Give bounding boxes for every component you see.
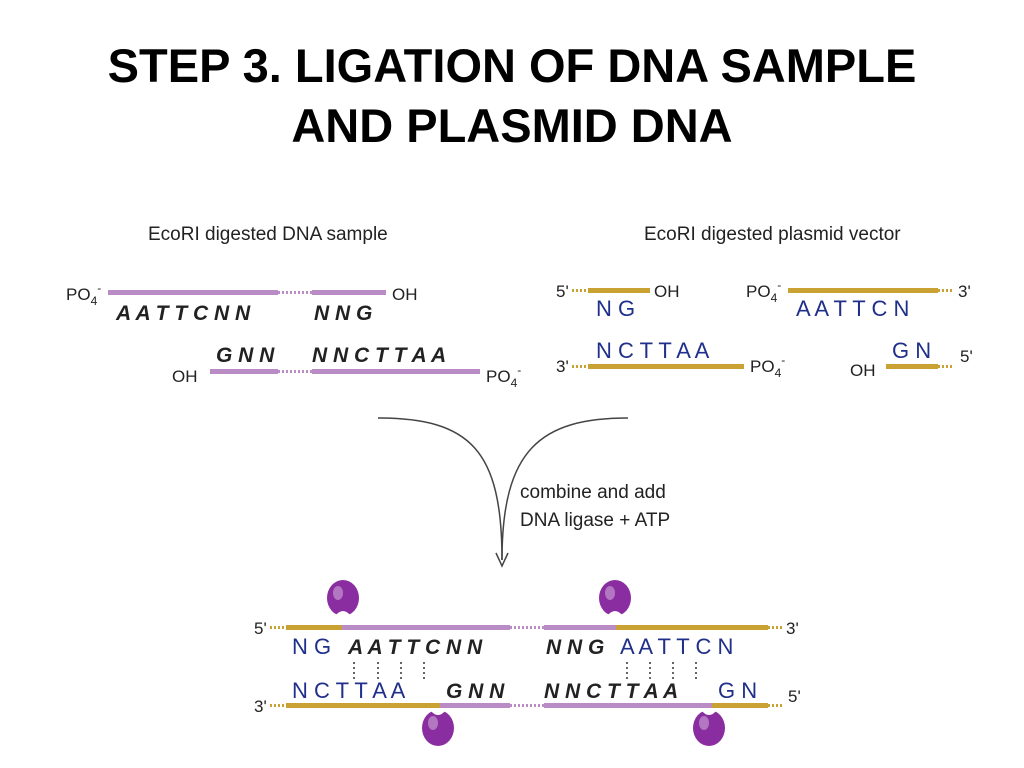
product-bottom-sample-left-bar (440, 703, 510, 708)
curved-arrow-icon (377, 417, 629, 568)
plasmid-left-top-bar (588, 288, 650, 293)
product-bottom-plasmid-left-seq: N C T T A A (292, 678, 406, 703)
base-pair-bonds-left (353, 662, 425, 680)
plasmid-left-bottom-bar (588, 364, 744, 369)
sample-bottom-strand-left-bar (210, 369, 278, 374)
slide-title-line-2: AND PLASMID DNA (291, 99, 733, 152)
ligase-icon (422, 710, 454, 746)
sample-heading: EcoRI digested DNA sample (148, 224, 388, 245)
sample-top-strand (108, 290, 386, 295)
plasmid-right-bottom-seq: G N (892, 338, 931, 363)
slide-title: STEP 3. LIGATION OF DNA SAMPLE AND PLASM… (0, 36, 1024, 156)
sample-bottom-left-seq: G N N (216, 344, 275, 367)
sample-top-strand-right-bar (312, 290, 386, 295)
base-pair-bonds-right (626, 662, 697, 680)
product-top-5prime: 5' (254, 619, 267, 638)
sample-bottom-strand (210, 369, 480, 374)
plasmid-left-bottom-3prime: 3' (556, 357, 569, 376)
sample-top-strand-left-bar (108, 290, 278, 295)
product-bottom-sample-left-seq: G N N (446, 680, 505, 703)
sample-top-right-oh: OH (392, 285, 418, 304)
plasmid-right-top-3prime: 3' (958, 282, 971, 301)
plasmid-right-bottom-oh: OH (850, 361, 876, 380)
ligase-icon (693, 710, 725, 746)
product-bottom-sample-right-bar (544, 703, 712, 708)
product-bottom-plasmid-right-seq: G N (718, 678, 757, 703)
plasmid-right-top-bar (788, 288, 938, 293)
product-bottom-3prime: 3' (254, 697, 267, 716)
step-label-line-2: DNA ligase + ATP (520, 510, 670, 531)
product-bottom-sample-right-seq: N N C T T A A (544, 680, 678, 703)
plasmid-right-top-phosphate: PO4- (746, 278, 781, 305)
ligase-icon (599, 580, 631, 616)
ligase-icon (327, 580, 359, 616)
plasmid-left-top-oh: OH (654, 282, 680, 301)
sample-top-left-phosphate: PO4- (66, 281, 101, 308)
sample-bottom-strand-right-bar (312, 369, 480, 374)
product-top-sample-left-seq: A A T T C N N (347, 636, 483, 659)
product-top-3prime: 3' (786, 619, 799, 638)
product-top-plasmid-right-bar (616, 625, 768, 630)
slide-title-line-1: STEP 3. LIGATION OF DNA SAMPLE (107, 39, 917, 92)
sample-bottom-left-oh: OH (172, 367, 198, 386)
sample-top-right-seq: N N G (314, 302, 372, 325)
plasmid-right-bottom-bar (886, 364, 938, 369)
product-bottom-plasmid-left-bar (286, 703, 440, 708)
plasmid-left-bottom-seq: N C T T A A (596, 338, 710, 363)
plasmid-heading: EcoRI digested plasmid vector (644, 224, 901, 245)
product-top-sample-right-seq: N N G (546, 636, 604, 659)
product-top-plasmid-left-bar (286, 625, 342, 630)
ligase-group (327, 580, 725, 746)
plasmid-left-bottom-phosphate: PO4- (750, 353, 785, 380)
product-bottom-5prime: 5' (788, 687, 801, 706)
step-label-line-1: combine and add (520, 482, 666, 503)
product-top-plasmid-left-seq: N G (292, 634, 331, 659)
product-top-sample-left-bar (342, 625, 510, 630)
plasmid-left-top-5prime: 5' (556, 282, 569, 301)
sample-bottom-right-phosphate: PO4- (486, 363, 521, 390)
sample-bottom-right-seq: N N C T T A A (312, 344, 446, 367)
product-top-sample-right-bar (544, 625, 616, 630)
product-bottom-plasmid-right-bar (712, 703, 768, 708)
plasmid-right-bottom-5prime: 5' (960, 347, 973, 366)
plasmid-right-top-seq: A A T T C N (796, 296, 909, 321)
sample-top-left-seq: A A T T C N N (115, 302, 251, 325)
plasmid-left-top-seq: N G (596, 296, 635, 321)
product-top-plasmid-right-seq: A A T T C N (620, 634, 733, 659)
